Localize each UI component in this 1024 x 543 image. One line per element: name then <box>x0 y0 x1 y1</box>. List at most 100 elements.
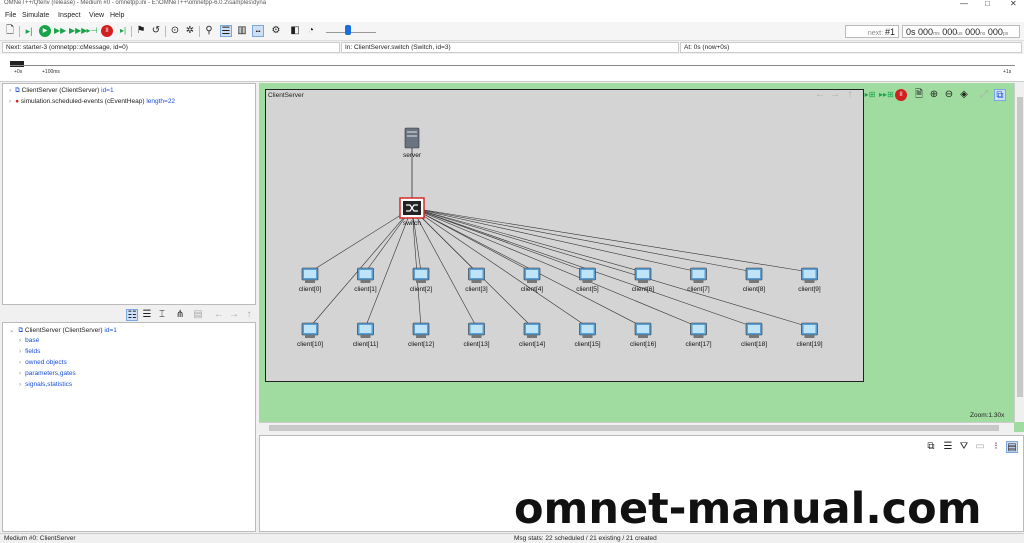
new-file-icon[interactable]: 🗋 <box>5 25 15 36</box>
chevron-right-icon[interactable]: › <box>9 87 12 94</box>
link-switch-client <box>411 207 755 328</box>
inspector-item-owned-objects[interactable]: ›owned objects <box>19 359 67 366</box>
tree-view-icon[interactable]: ⋔ <box>175 309 185 320</box>
menu-help[interactable]: Help <box>110 12 125 19</box>
timeline-event-marker[interactable] <box>10 61 24 67</box>
step-icon[interactable]: ▸| <box>25 26 33 36</box>
network-view-icon[interactable]: ⧉ <box>994 89 1006 101</box>
chevron-right-icon[interactable]: › <box>9 98 12 105</box>
zoom-out-icon[interactable]: ⊖ <box>944 89 954 100</box>
client-icon-screen <box>637 325 649 333</box>
inspect-icon[interactable]: ▤ <box>193 309 203 320</box>
next-label: next: <box>867 30 884 37</box>
chevron-right-icon[interactable]: › <box>19 337 22 344</box>
grouped-view-icon[interactable]: ☷ <box>126 309 138 321</box>
vertical-scrollbar[interactable] <box>1014 83 1024 422</box>
message-icon[interactable]: ▭ <box>975 441 985 452</box>
flat-view-icon[interactable]: ☰ <box>142 309 152 320</box>
time-ps-unit: ps <box>1002 31 1009 37</box>
gear-icon[interactable]: ⚙ <box>271 25 281 36</box>
timeline[interactable]: +0s +100ms +1s <box>0 54 1024 82</box>
messages-view-icon[interactable]: ▤ <box>1006 441 1018 453</box>
maximize-button[interactable]: □ <box>985 0 990 8</box>
zoom-in-icon[interactable]: ⊕ <box>929 89 939 100</box>
watermark-text: omnet-manual.com <box>514 484 982 534</box>
inheritance-view-icon[interactable]: ⌶ <box>159 309 165 320</box>
back-icon[interactable]: ← <box>815 89 825 100</box>
next-event-number: #1 <box>884 27 895 37</box>
client-label: client[16] <box>630 341 656 348</box>
network-title: ClientServer <box>268 92 304 99</box>
close-button[interactable]: ✕ <box>1010 0 1017 8</box>
speed-gauge-icon[interactable]: ◔ <box>307 25 315 36</box>
event-log-icon[interactable]: ☰ <box>220 25 232 37</box>
menu-view[interactable]: View <box>89 12 105 19</box>
chevron-right-icon[interactable]: › <box>19 359 22 366</box>
timeline-icon[interactable]: ┅ <box>252 25 264 37</box>
client-label: client[1] <box>354 286 377 293</box>
horizontal-scroll-thumb[interactable] <box>269 425 999 431</box>
menu-simulate[interactable]: Simulate <box>22 12 50 19</box>
client-icon-screen <box>359 325 372 333</box>
inspector-root[interactable]: ⌄⧉ ClientServer (ClientServer) id=1 <box>9 326 117 335</box>
back-icon[interactable]: ← <box>214 309 224 320</box>
express-run-icon[interactable]: ▶▶▶ <box>69 26 88 35</box>
stop-icon[interactable]: II <box>101 25 113 37</box>
settings-icon[interactable]: ⁝ <box>994 441 998 452</box>
filter-icon[interactable]: ⛛ <box>959 441 969 452</box>
debug-icon[interactable]: ✲ <box>185 25 195 36</box>
client-icon-base <box>582 280 593 283</box>
tree-item-id: id=1 <box>101 87 114 94</box>
copy-icon[interactable]: ⧉ <box>927 441 935 452</box>
tree-item-id: length=22 <box>146 98 176 105</box>
chevron-right-icon[interactable]: › <box>19 381 22 388</box>
run-local-icon[interactable]: ▸▸⊞ <box>879 90 894 99</box>
client-icon-screen <box>304 270 316 278</box>
inspector-root-id: id=1 <box>104 327 117 334</box>
client-label: client[11] <box>353 341 379 348</box>
inspector-item-parameters-gates[interactable]: ›parameters,gates <box>19 370 76 377</box>
client-icon-base <box>305 335 315 338</box>
inspector-item-base[interactable]: ›base <box>19 337 39 344</box>
video-icon[interactable]: ◧ <box>290 25 300 36</box>
layers-icon[interactable]: ◈ <box>960 89 968 100</box>
menu-inspect[interactable]: Inspect <box>58 12 81 19</box>
find-icon[interactable]: ☰ <box>943 441 953 452</box>
rebuild-icon[interactable]: ↺ <box>151 25 161 36</box>
fast-run-icon[interactable]: ▶▶ <box>54 26 67 35</box>
client-label: client[8] <box>743 286 766 293</box>
find-icon[interactable]: ⚲ <box>205 25 213 36</box>
record-icon[interactable]: ⊙ <box>170 25 180 36</box>
up-icon[interactable]: ↑ <box>246 309 252 320</box>
inspector-item-signals-statistics[interactable]: ›signals,statistics <box>19 381 72 388</box>
stop-icon[interactable]: II <box>895 89 907 101</box>
forward-icon[interactable]: → <box>229 309 239 320</box>
speed-slider-thumb[interactable] <box>345 25 351 35</box>
horizontal-scrollbar[interactable] <box>259 422 1014 432</box>
client-icon-screen <box>526 325 538 333</box>
run-icon[interactable]: ▶ <box>39 25 51 37</box>
vertical-scroll-thumb[interactable] <box>1017 97 1023 397</box>
tree-item-clientserver[interactable]: ›⧉ ClientServer (ClientServer) id=1 <box>9 87 114 95</box>
forward-icon[interactable]: → <box>830 89 840 100</box>
client-icon-base <box>749 335 759 338</box>
flag-icon[interactable]: ⚑ <box>136 25 146 36</box>
client-icon-screen <box>304 325 316 333</box>
export-icon[interactable]: 🗎 <box>914 89 924 100</box>
step-local-icon[interactable]: ▸⊞ <box>864 90 876 99</box>
time-ns-unit: ns <box>980 31 986 37</box>
chevron-right-icon[interactable]: › <box>19 370 22 377</box>
minimize-button[interactable]: — <box>960 0 968 8</box>
up-icon[interactable]: ↑ <box>847 89 853 100</box>
chevron-right-icon[interactable]: › <box>19 348 22 355</box>
menu-file[interactable]: File <box>5 12 17 19</box>
relayout-icon[interactable]: ⤢ <box>980 89 988 100</box>
chevron-down-icon[interactable]: ⌄ <box>9 327 15 334</box>
finish-icon[interactable]: ▸| <box>119 26 127 35</box>
inspector-item-fields[interactable]: ›fields <box>19 348 40 355</box>
tree-item-scheduled-events[interactable]: ›● simulation.scheduled-events (cEventHe… <box>9 98 175 105</box>
run-until-icon[interactable]: ▸⊣ <box>86 26 98 35</box>
columns-icon[interactable]: ▥ <box>237 25 247 36</box>
